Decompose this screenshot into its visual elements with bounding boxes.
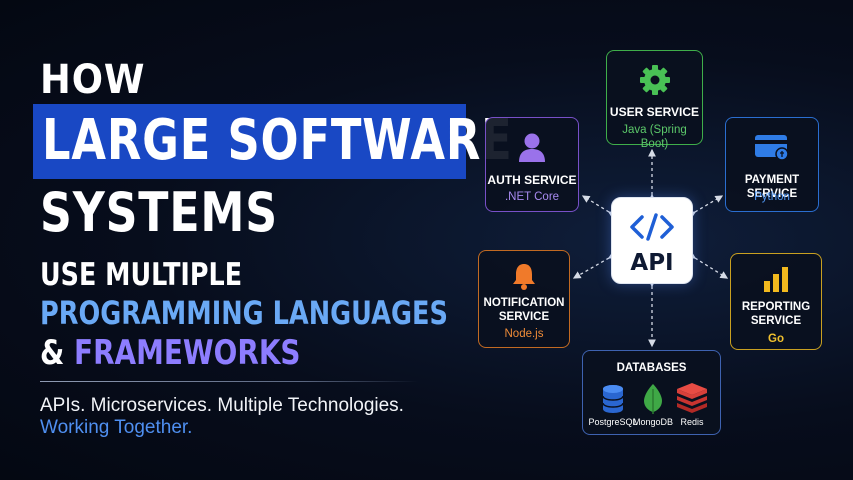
- auth-service-node: AUTH SERVICE .NET Core: [485, 117, 579, 212]
- notification-service-tech: Node.js: [504, 328, 544, 340]
- databases-node: DATABASES PostgreSQL MongoDB: [582, 350, 721, 435]
- redis-icon: [675, 383, 709, 417]
- mongodb-label: MongoDB: [632, 417, 674, 427]
- auth-service-tech: .NET Core: [504, 191, 560, 203]
- payment-service-title: PAYMENT SERVICE: [744, 174, 800, 200]
- gear-icon: [638, 63, 672, 102]
- tagline-secondary: Working Together.: [40, 417, 193, 438]
- payment-service-tech: Python: [754, 191, 790, 203]
- reporting-title-line2: SERVICE: [750, 315, 802, 327]
- mongodb-icon: [638, 384, 668, 419]
- connector-payment: [687, 195, 724, 219]
- connector-reporting: [687, 251, 729, 279]
- notification-title-line1: NOTIFICATION: [483, 297, 565, 309]
- reporting-title-line1: REPORTING: [741, 301, 811, 313]
- reporting-service-title: REPORTING SERVICE: [731, 300, 821, 328]
- headline-how: HOW: [40, 57, 146, 103]
- postgresql-label: PostgreSQL: [588, 417, 638, 427]
- headline-ampersand: &: [40, 333, 65, 373]
- db-item-redis: Redis: [669, 383, 715, 427]
- notification-service-title: NOTIFICATION SERVICE: [479, 296, 569, 324]
- databases-title: DATABASES: [616, 362, 687, 374]
- payment-service-node: PAYMENT SERVICE Python: [725, 117, 819, 212]
- api-label: API: [630, 250, 674, 276]
- headline-large-software: LARGE SOFTWARE: [42, 108, 513, 173]
- user-service-node: USER SERVICE Java (Spring Boot): [606, 50, 703, 150]
- connector-notification: [572, 251, 617, 279]
- headline-systems: SYSTEMS: [40, 181, 279, 244]
- headline-frameworks: & FRAMEWORKS: [40, 333, 301, 373]
- bell-icon: [509, 261, 539, 296]
- db-item-postgresql: PostgreSQL: [588, 383, 638, 427]
- user-service-title: USER SERVICE: [609, 105, 700, 119]
- db-item-mongodb: MongoDB: [630, 383, 676, 427]
- postgresql-icon: [598, 385, 628, 419]
- auth-service-title: AUTH SERVICE: [487, 173, 577, 187]
- connector-auth: [581, 195, 617, 219]
- tagline-primary: APIs. Microservices. Multiple Technologi…: [40, 395, 404, 416]
- api-gateway-node: API: [611, 197, 693, 284]
- headline-use-multiple: USE MULTIPLE: [40, 257, 243, 293]
- divider: [40, 381, 418, 382]
- bar-chart-icon: [761, 264, 791, 299]
- notification-title-line2: SERVICE: [498, 311, 550, 323]
- reporting-service-tech: Go: [768, 333, 784, 345]
- notification-service-node: NOTIFICATION SERVICE Node.js: [478, 250, 570, 348]
- user-icon: [515, 130, 549, 169]
- headline-programming-languages: PROGRAMMING LANGUAGES: [40, 294, 448, 332]
- headline-highlight-box: [33, 104, 466, 179]
- reporting-service-node: REPORTING SERVICE Go: [730, 253, 822, 350]
- credit-card-icon: [754, 132, 790, 167]
- user-service-tech: Java (Spring Boot): [622, 124, 687, 150]
- code-icon: [628, 212, 676, 247]
- headline-area: HOW LARGE SOFTWARE SYSTEMS USE MULTIPLE …: [33, 57, 466, 438]
- redis-label: Redis: [680, 417, 704, 427]
- headline-frameworks-word: FRAMEWORKS: [74, 333, 301, 373]
